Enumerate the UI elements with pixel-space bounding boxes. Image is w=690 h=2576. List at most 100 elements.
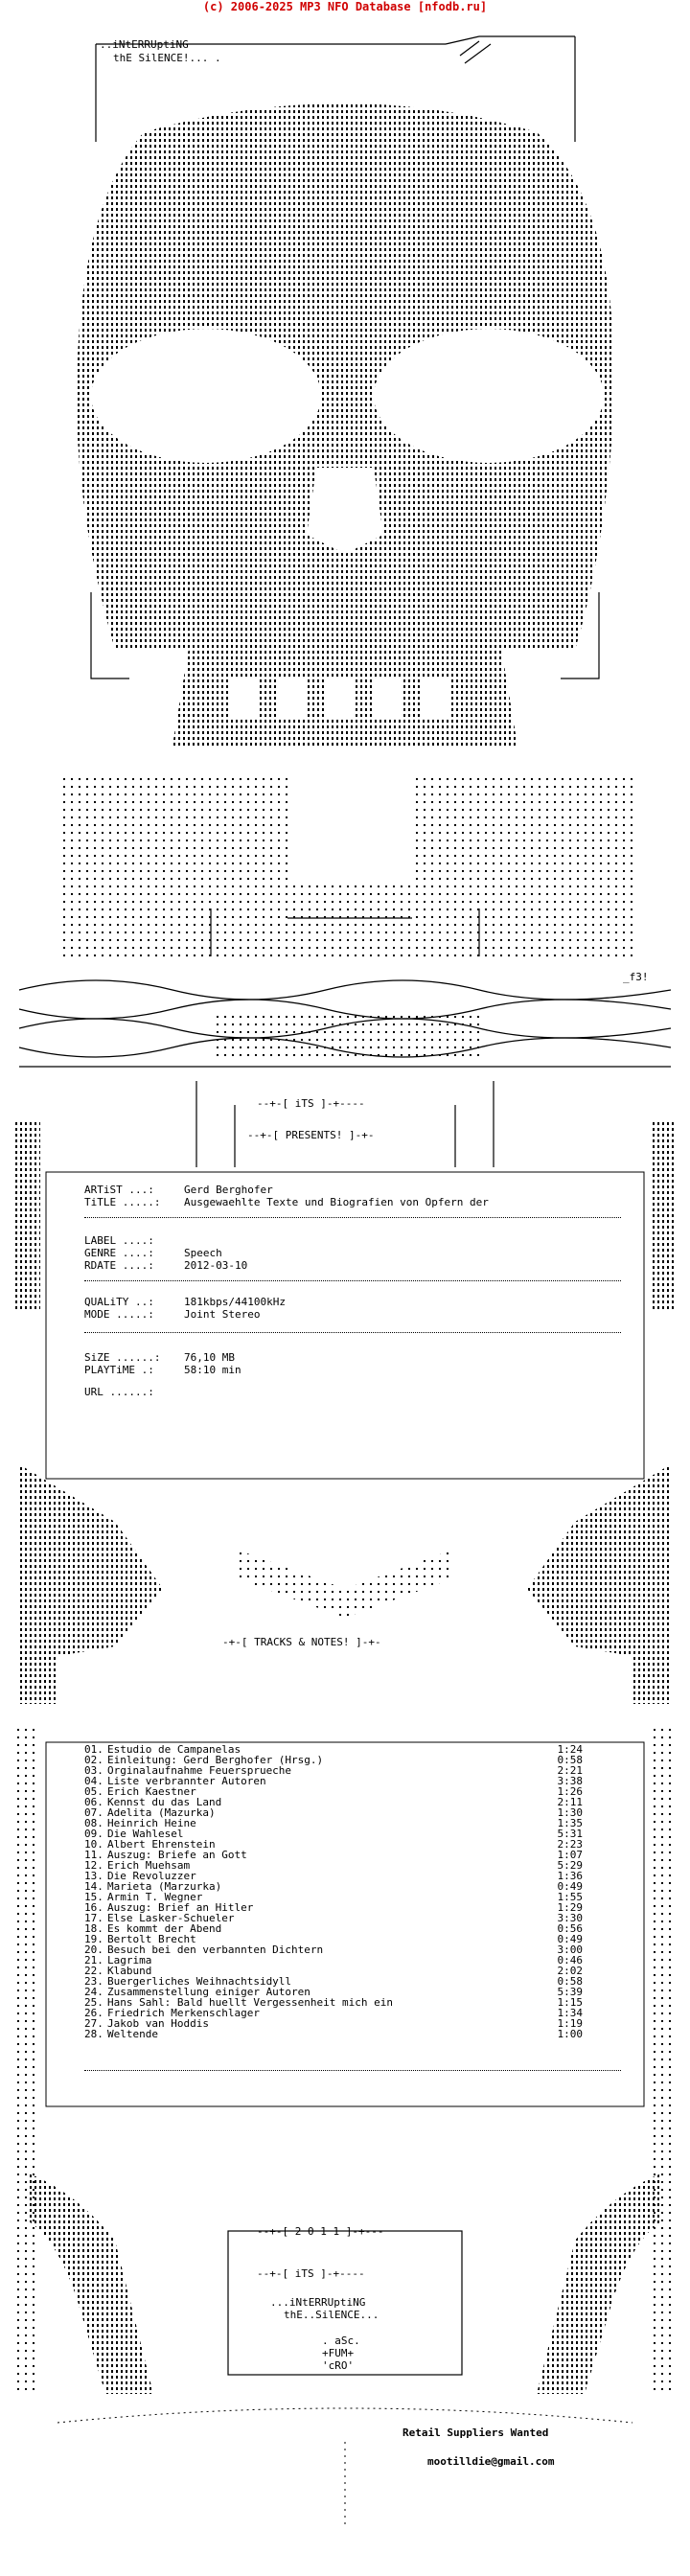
retail-notice: Retail Suppliers Wanted bbox=[402, 2426, 549, 2439]
track-duration: 1:55 bbox=[557, 1891, 584, 1903]
track-title: Liste verbrannter Autoren bbox=[107, 1775, 266, 1787]
divider bbox=[84, 2070, 621, 2071]
track-duration: 2:11 bbox=[557, 1796, 584, 1808]
group-name-line1: ..iNtERRUptiNG bbox=[100, 38, 189, 51]
track-duration: 3:00 bbox=[557, 1944, 584, 1956]
signature-line1: . aSc. bbox=[322, 2334, 360, 2347]
track-row: 08.Heinrich Heine 1:35 bbox=[84, 1818, 583, 1828]
track-duration: 1:24 bbox=[557, 1743, 584, 1756]
track-number: 02. bbox=[84, 1754, 104, 1766]
genre-value: Speech bbox=[184, 1247, 222, 1259]
track-title: Es kommt der Abend bbox=[107, 1922, 222, 1935]
track-duration: 1:19 bbox=[557, 2017, 584, 2030]
quality-label: QUALiTY ..: bbox=[84, 1296, 154, 1308]
track-number: 10. bbox=[84, 1838, 104, 1851]
track-duration: 3:38 bbox=[557, 1775, 584, 1787]
track-number: 14. bbox=[84, 1880, 104, 1893]
track-duration: 1:30 bbox=[557, 1806, 584, 1819]
track-number: 08. bbox=[84, 1817, 104, 1829]
track-number: 04. bbox=[84, 1775, 104, 1787]
divider bbox=[84, 1280, 621, 1281]
track-duration: 0:49 bbox=[557, 1880, 584, 1893]
genre-label: GENRE ....: bbox=[84, 1247, 154, 1259]
its-banner: --+-[ iTS ]-+---- bbox=[257, 1097, 365, 1110]
track-number: 05. bbox=[84, 1785, 104, 1798]
track-title: Auszug: Briefe an Gott bbox=[107, 1849, 247, 1861]
track-duration: 1:26 bbox=[557, 1785, 584, 1798]
track-title: Orginalaufnahme Feuersprueche bbox=[107, 1764, 292, 1777]
track-number: 12. bbox=[84, 1859, 104, 1872]
presents-banner: --+-[ PRESENTS! ]-+- bbox=[247, 1129, 375, 1141]
track-title: Friedrich Merkenschlager bbox=[107, 2007, 260, 2019]
track-title: Estudio de Campanelas bbox=[107, 1743, 242, 1756]
size-value: 76,10 MB bbox=[184, 1351, 235, 1364]
track-duration: 1:35 bbox=[557, 1817, 584, 1829]
art-tag: _f3! bbox=[623, 971, 649, 983]
its-footer-banner: --+-[ iTS ]-+---- bbox=[257, 2267, 365, 2280]
track-duration: 1:29 bbox=[557, 1901, 584, 1914]
track-number: 17. bbox=[84, 1912, 104, 1924]
track-title: Else Lasker-Schueler bbox=[107, 1912, 235, 1924]
mode-value: Joint Stereo bbox=[184, 1308, 261, 1321]
track-row: 05.Erich Kaestner 1:26 bbox=[84, 1786, 583, 1797]
track-duration: 3:30 bbox=[557, 1912, 584, 1924]
contact-email: mootilldie@gmail.com bbox=[427, 2455, 555, 2468]
skull-ascii-art: _f3! bbox=[13, 35, 677, 2528]
track-row: 04.Liste verbrannter Autoren 3:38 bbox=[84, 1776, 583, 1786]
track-number: 25. bbox=[84, 1996, 104, 2009]
track-title: Armin T. Wegner bbox=[107, 1891, 203, 1903]
signature-line2: +FUM+ bbox=[322, 2347, 355, 2359]
track-number: 18. bbox=[84, 1922, 104, 1935]
track-duration: 0:46 bbox=[557, 1954, 584, 1966]
track-duration: 0:56 bbox=[557, 1922, 584, 1935]
rdate-value: 2012-03-10 bbox=[184, 1259, 248, 1272]
track-duration: 2:02 bbox=[557, 1965, 584, 1977]
divider bbox=[84, 1217, 621, 1218]
track-title: Weltende bbox=[107, 2028, 158, 2040]
track-title: Auszug: Brief an Hitler bbox=[107, 1901, 254, 1914]
track-number: 16. bbox=[84, 1901, 104, 1914]
track-title: Erich Kaestner bbox=[107, 1785, 196, 1798]
track-duration: 1:34 bbox=[557, 2007, 584, 2019]
label-label: LABEL ....: bbox=[84, 1234, 154, 1247]
track-duration: 5:39 bbox=[557, 1986, 584, 1998]
track-number: 06. bbox=[84, 1796, 104, 1808]
track-title: Einleitung: Gerd Berghofer (Hrsg.) bbox=[107, 1754, 324, 1766]
quality-value: 181kbps/44100kHz bbox=[184, 1296, 286, 1308]
mode-label: MODE .....: bbox=[84, 1308, 154, 1321]
track-duration: 1:00 bbox=[557, 2028, 584, 2040]
url-label: URL ......: bbox=[84, 1386, 154, 1398]
track-title: Albert Ehrenstein bbox=[107, 1838, 216, 1851]
track-duration: 0:58 bbox=[557, 1975, 584, 1988]
track-title: Besuch bei den verbannten Dichtern bbox=[107, 1944, 324, 1956]
track-number: 27. bbox=[84, 2017, 104, 2030]
track-title: Erich Muehsam bbox=[107, 1859, 191, 1872]
track-number: 21. bbox=[84, 1954, 104, 1966]
track-duration: 1:07 bbox=[557, 1849, 584, 1861]
track-number: 07. bbox=[84, 1806, 104, 1819]
playtime-value: 58:10 min bbox=[184, 1364, 242, 1376]
track-number: 01. bbox=[84, 1743, 104, 1756]
track-title: Hans Sahl: Bald huellt Vergessenheit mic… bbox=[107, 1996, 394, 2009]
track-duration: 0:58 bbox=[557, 1754, 584, 1766]
track-title: Heinrich Heine bbox=[107, 1817, 196, 1829]
footer-group-line2: thE..SilENCE... bbox=[284, 2309, 380, 2321]
signature-line3: 'cRO' bbox=[322, 2359, 355, 2372]
track-row: 25.Hans Sahl: Bald huellt Vergessenheit … bbox=[84, 1997, 583, 2008]
track-title: Buergerliches Weihnachtsidyll bbox=[107, 1975, 292, 1988]
title-label: TiTLE .....: bbox=[84, 1196, 161, 1208]
track-duration: 1:15 bbox=[557, 1996, 584, 2009]
track-row: 02.Einleitung: Gerd Berghofer (Hrsg.) 0:5… bbox=[84, 1755, 583, 1765]
footer-group-line1: ...iNtERRUptiNG bbox=[270, 2296, 366, 2309]
year-banner: --+-[ 2 0 1 1 ]-+--- bbox=[257, 2225, 384, 2238]
track-duration: 1:36 bbox=[557, 1870, 584, 1882]
track-title: Marieta (Marzurka) bbox=[107, 1880, 222, 1893]
wavy-divider bbox=[18, 979, 672, 1068]
track-number: 09. bbox=[84, 1828, 104, 1840]
